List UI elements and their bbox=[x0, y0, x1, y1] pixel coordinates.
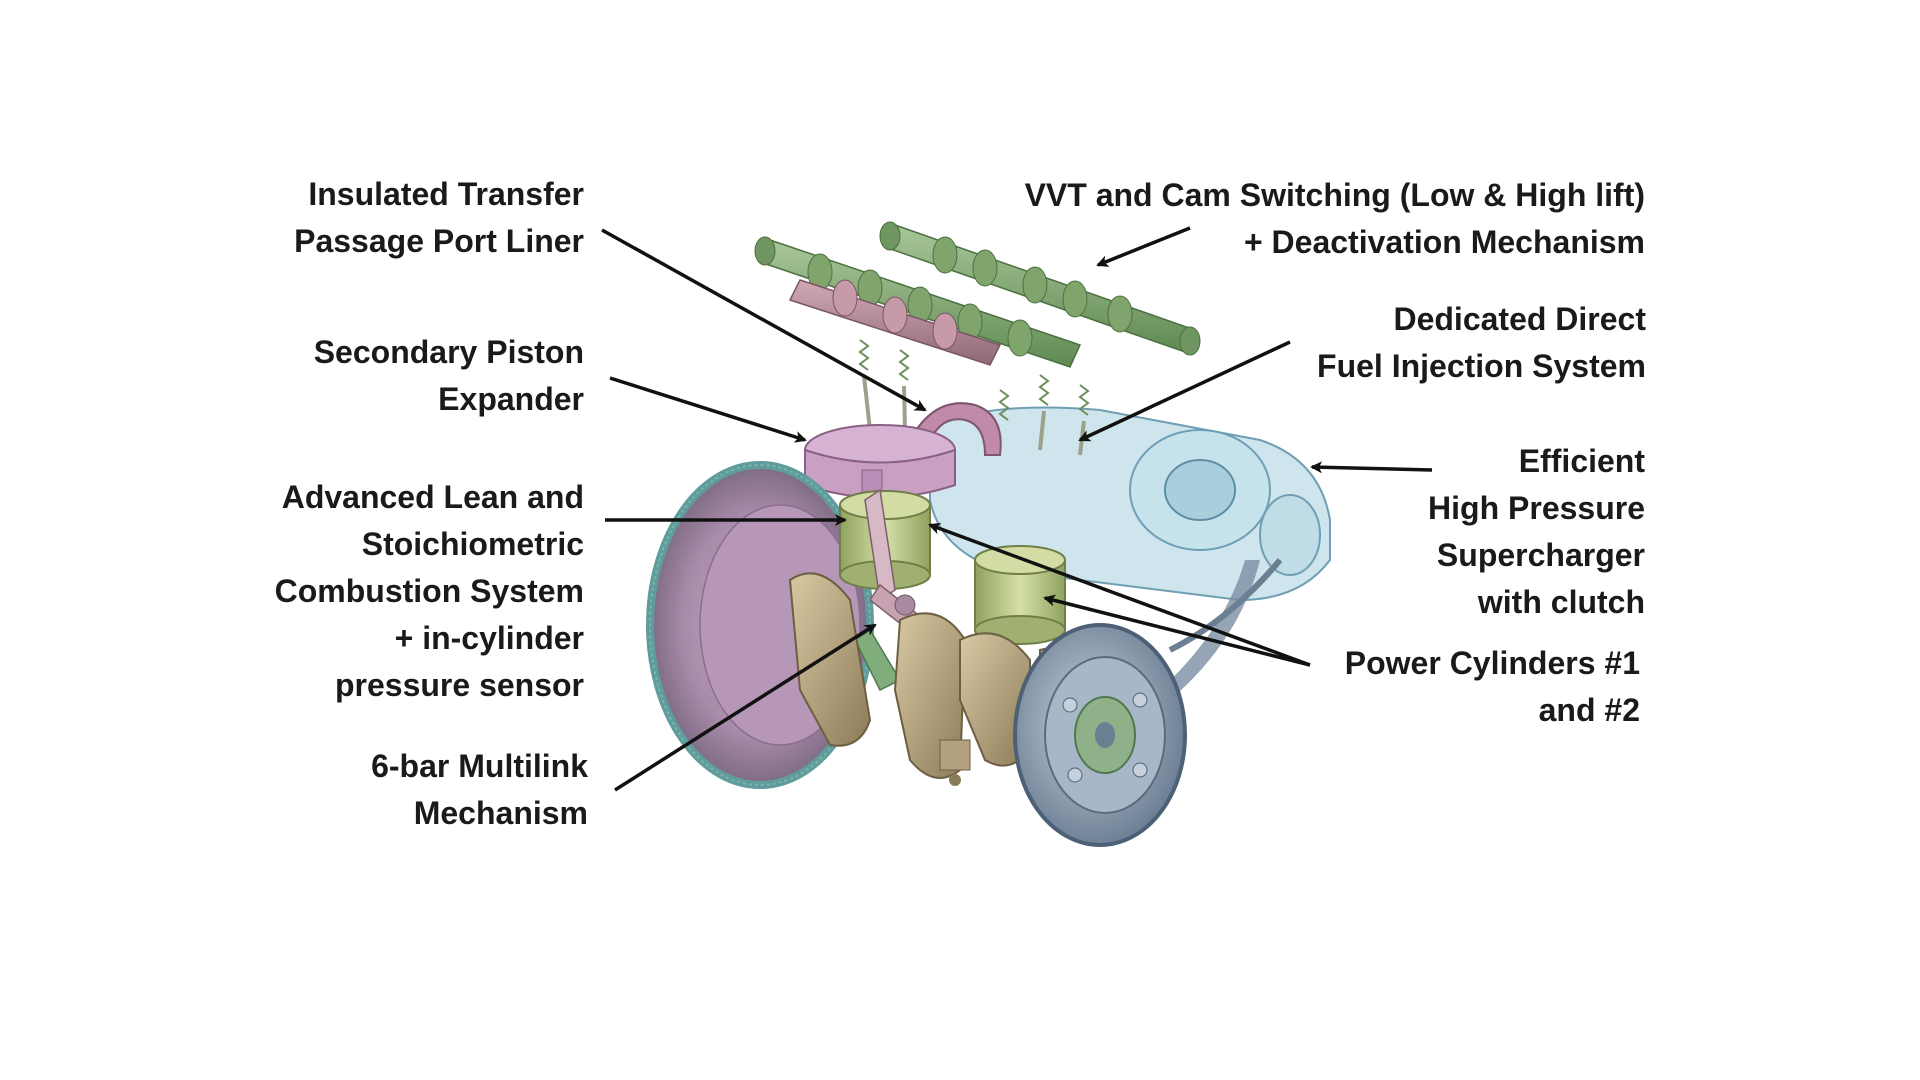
power-cylinder-1 bbox=[839, 490, 931, 590]
front-pulley bbox=[1013, 623, 1187, 847]
valve-springs bbox=[858, 339, 1090, 421]
front-camshaft bbox=[754, 236, 1082, 368]
arrow-insulated-transfer bbox=[601, 228, 927, 412]
arrow-power-cyl-2 bbox=[1043, 594, 1311, 667]
label-power-cylinders: Power Cylinders #1 and #2 bbox=[1344, 645, 1640, 728]
secondary-piston bbox=[804, 424, 956, 501]
arrow-power-cyl-1 bbox=[928, 522, 1311, 667]
arrow-fuel-injection bbox=[1078, 340, 1291, 442]
rear-camshaft bbox=[879, 221, 1201, 356]
label-advanced-lean: Advanced Lean and Stoichiometric Combust… bbox=[274, 479, 584, 703]
label-insulated-transfer: Insulated Transfer Passage Port Liner bbox=[294, 176, 584, 259]
pointer-arrows bbox=[601, 226, 1433, 792]
label-vvt: VVT and Cam Switching (Low & High lift) … bbox=[1024, 177, 1645, 260]
drive-belt bbox=[1168, 558, 1283, 653]
pink-camshaft bbox=[788, 279, 1002, 366]
label-secondary-piston: Secondary Piston Expander bbox=[313, 334, 584, 417]
label-fuel-injection: Dedicated Direct Fuel Injection System bbox=[1317, 301, 1646, 384]
label-supercharger: Efficient High Pressure Supercharger wit… bbox=[1428, 443, 1645, 620]
arrow-supercharger bbox=[1310, 461, 1433, 474]
arrow-vvt bbox=[1096, 226, 1191, 267]
transfer-passage bbox=[908, 402, 1002, 456]
arrow-multilink bbox=[614, 623, 877, 792]
arrow-secondary-piston bbox=[609, 376, 807, 443]
label-multilink: 6-bar Multilink Mechanism bbox=[371, 748, 588, 831]
power-cylinder-2 bbox=[974, 545, 1066, 645]
